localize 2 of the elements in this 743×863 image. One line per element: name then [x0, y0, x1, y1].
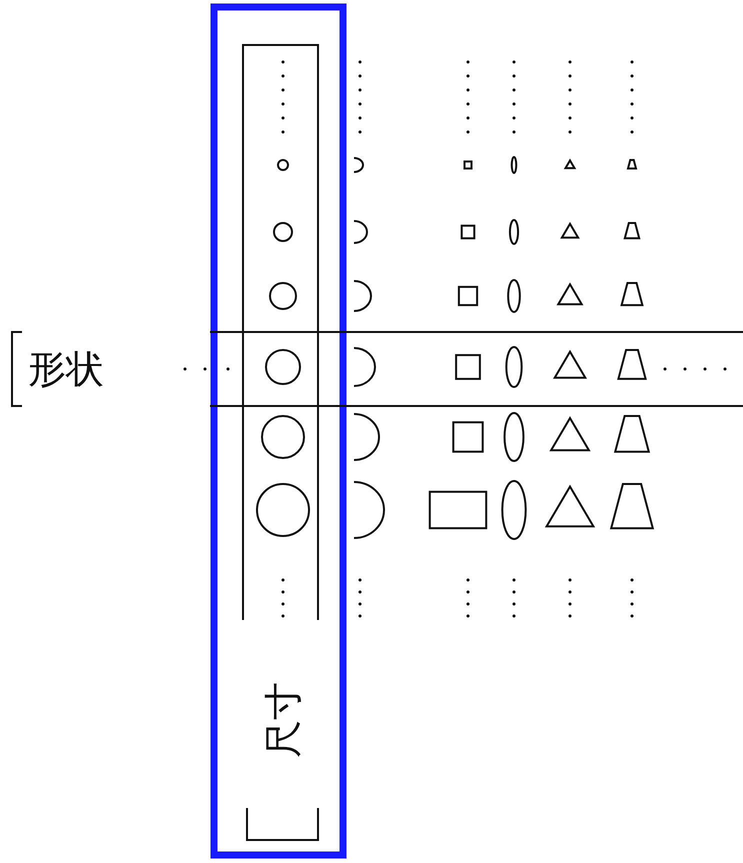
size-label: 尺寸	[264, 682, 302, 758]
shape-label: 形状	[28, 350, 104, 388]
